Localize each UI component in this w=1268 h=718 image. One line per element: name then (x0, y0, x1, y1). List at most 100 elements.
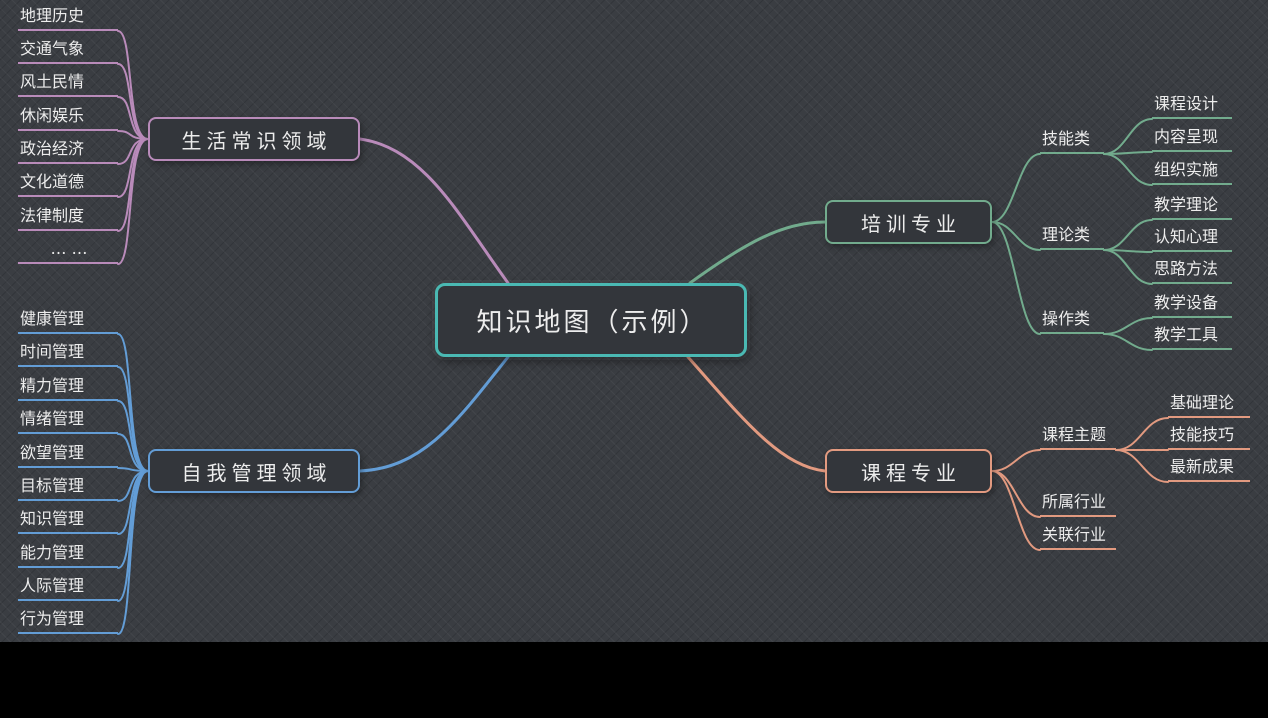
node-self-child-4[interactable]: 欲望管理 (18, 442, 118, 468)
node-course-topic[interactable]: 课程主题 (1040, 424, 1116, 450)
node-self-child-9[interactable]: 行为管理 (18, 608, 118, 634)
node-label: 技能技巧 (1170, 425, 1235, 444)
node-self-child-7[interactable]: 能力管理 (18, 542, 118, 568)
node-label: 基础理论 (1170, 393, 1235, 412)
node-label: 人际管理 (20, 576, 85, 595)
node-life-child-6[interactable]: 法律制度 (18, 205, 118, 231)
node-label: 交通气象 (20, 39, 85, 58)
connector-theory-leaf-2 (1103, 249, 1153, 285)
node-theory-leaf-1[interactable]: 认知心理 (1152, 226, 1232, 252)
bottom-letterbox (0, 642, 1268, 718)
node-life-child-4[interactable]: 政治经济 (18, 138, 118, 164)
connector-life-child-1 (117, 63, 149, 140)
connector-self-child-2 (117, 400, 149, 472)
node-label: 内容呈现 (1154, 127, 1219, 146)
connector-self-child-6 (117, 470, 149, 535)
node-theory-leaf-2[interactable]: 思路方法 (1152, 258, 1232, 284)
node-operation-leaf-1[interactable]: 教学工具 (1152, 324, 1232, 350)
node-self-child-0[interactable]: 健康管理 (18, 308, 118, 334)
node-label: 目标管理 (20, 476, 85, 495)
node-label: 教学设备 (1154, 293, 1219, 312)
mindmap-canvas: 知识地图（示例） 生活常识领域 自我管理领域 培训专业 课程专业 地理历史 交通… (0, 0, 1268, 642)
node-topic-leaf-0[interactable]: 基础理论 (1168, 392, 1250, 418)
node-course-related[interactable]: 关联行业 (1040, 524, 1116, 550)
node-label: … … (50, 239, 88, 258)
connector-operation-leaf-0 (1103, 317, 1153, 335)
node-training-theory[interactable]: 理论类 (1040, 224, 1104, 250)
node-label: 认知心理 (1154, 227, 1219, 246)
node-label: 风土民情 (20, 72, 85, 91)
connector-center-course (686, 355, 827, 473)
connector-self-child-5 (117, 470, 149, 502)
node-label: 技能类 (1042, 129, 1091, 148)
node-label: 时间管理 (20, 342, 85, 361)
connector-training-operation (991, 221, 1041, 335)
node-self-child-5[interactable]: 目标管理 (18, 475, 118, 501)
node-course-industry[interactable]: 所属行业 (1040, 491, 1116, 517)
node-life-child-0[interactable]: 地理历史 (18, 5, 118, 31)
node-course-label: 课程专业 (861, 460, 961, 485)
node-topic-leaf-2[interactable]: 最新成果 (1168, 456, 1250, 482)
node-label: 操作类 (1042, 309, 1091, 328)
connector-topic-leaf-2 (1115, 449, 1169, 483)
node-self-child-3[interactable]: 情绪管理 (18, 408, 118, 434)
node-theory-leaf-0[interactable]: 教学理论 (1152, 194, 1232, 220)
node-life-domain[interactable]: 生活常识领域 (148, 117, 360, 161)
connector-life-child-0 (117, 30, 149, 140)
node-training-operation[interactable]: 操作类 (1040, 308, 1104, 334)
node-label: 最新成果 (1170, 457, 1235, 476)
node-label: 文化道德 (20, 172, 85, 191)
node-label: 教学工具 (1154, 325, 1219, 344)
node-label: 组织实施 (1154, 160, 1219, 179)
node-label: 政治经济 (20, 139, 85, 158)
node-training-skill[interactable]: 技能类 (1040, 128, 1104, 154)
connector-self-child-0 (117, 333, 149, 472)
node-life-child-2[interactable]: 风土民情 (18, 71, 118, 97)
node-course[interactable]: 课程专业 (825, 449, 992, 493)
connector-theory-leaf-0 (1103, 219, 1153, 251)
node-training[interactable]: 培训专业 (825, 200, 992, 244)
node-skill-leaf-0[interactable]: 课程设计 (1152, 93, 1232, 119)
connector-training-theory (991, 221, 1041, 251)
node-label: 能力管理 (20, 543, 85, 562)
connector-center-self (358, 355, 510, 473)
connector-center-training (688, 220, 827, 285)
node-label: 法律制度 (20, 206, 85, 225)
node-self-child-1[interactable]: 时间管理 (18, 341, 118, 367)
connector-self-child-7 (117, 470, 149, 569)
connector-training-skill (991, 153, 1041, 223)
connector-course-industry (991, 470, 1041, 518)
node-label: 欲望管理 (20, 443, 85, 462)
node-self-child-8[interactable]: 人际管理 (18, 575, 118, 601)
node-life-child-7[interactable]: … … (18, 238, 118, 264)
connector-course-topic (991, 449, 1041, 472)
node-label: 精力管理 (20, 376, 85, 395)
node-topic-leaf-1[interactable]: 技能技巧 (1168, 424, 1250, 450)
node-self-child-2[interactable]: 精力管理 (18, 375, 118, 401)
node-label: 课程设计 (1154, 94, 1219, 113)
connector-life-child-6 (117, 138, 149, 232)
node-label: 地理历史 (20, 6, 85, 25)
node-training-label: 培训专业 (861, 211, 961, 236)
node-label: 行为管理 (20, 609, 85, 628)
connector-life-child-5 (117, 138, 149, 198)
connector-center-life (358, 137, 510, 285)
node-label: 关联行业 (1042, 525, 1107, 544)
node-skill-leaf-1[interactable]: 内容呈现 (1152, 126, 1232, 152)
node-label: 思路方法 (1154, 259, 1219, 278)
node-self-domain[interactable]: 自我管理领域 (148, 449, 360, 493)
node-center[interactable]: 知识地图（示例） (435, 283, 747, 357)
node-life-child-5[interactable]: 文化道德 (18, 171, 118, 197)
node-label: 所属行业 (1042, 492, 1107, 511)
connector-topic-leaf-0 (1115, 417, 1169, 451)
node-operation-leaf-0[interactable]: 教学设备 (1152, 292, 1232, 318)
connector-skill-leaf-0 (1103, 118, 1153, 155)
node-life-child-1[interactable]: 交通气象 (18, 38, 118, 64)
node-self-child-6[interactable]: 知识管理 (18, 508, 118, 534)
node-life-domain-label: 生活常识领域 (181, 128, 332, 153)
node-skill-leaf-2[interactable]: 组织实施 (1152, 159, 1232, 185)
node-label: 健康管理 (20, 309, 85, 328)
connector-life-child-2 (117, 96, 149, 140)
connector-course-related (991, 470, 1041, 551)
node-life-child-3[interactable]: 休闲娱乐 (18, 105, 118, 131)
